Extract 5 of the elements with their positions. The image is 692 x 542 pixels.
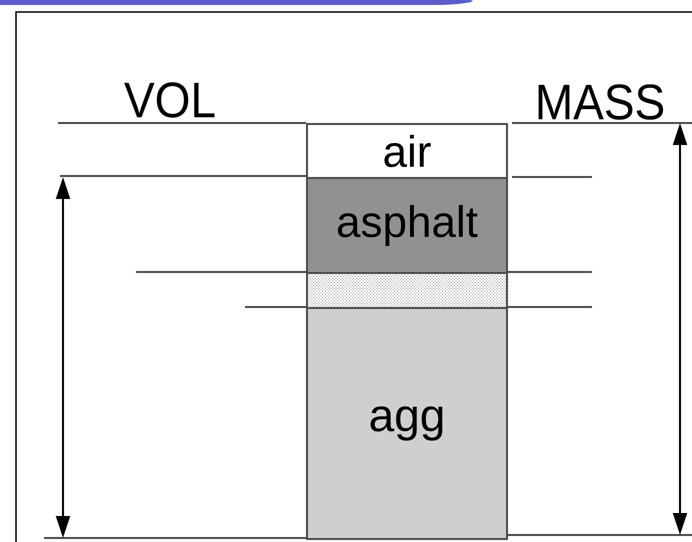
layer-box: air xyxy=(306,123,508,179)
layer-box: agg xyxy=(306,307,508,540)
layer-box: asphalt xyxy=(306,177,508,274)
column-heading: MASS xyxy=(538,84,664,120)
column-heading: VOL xyxy=(124,82,214,118)
